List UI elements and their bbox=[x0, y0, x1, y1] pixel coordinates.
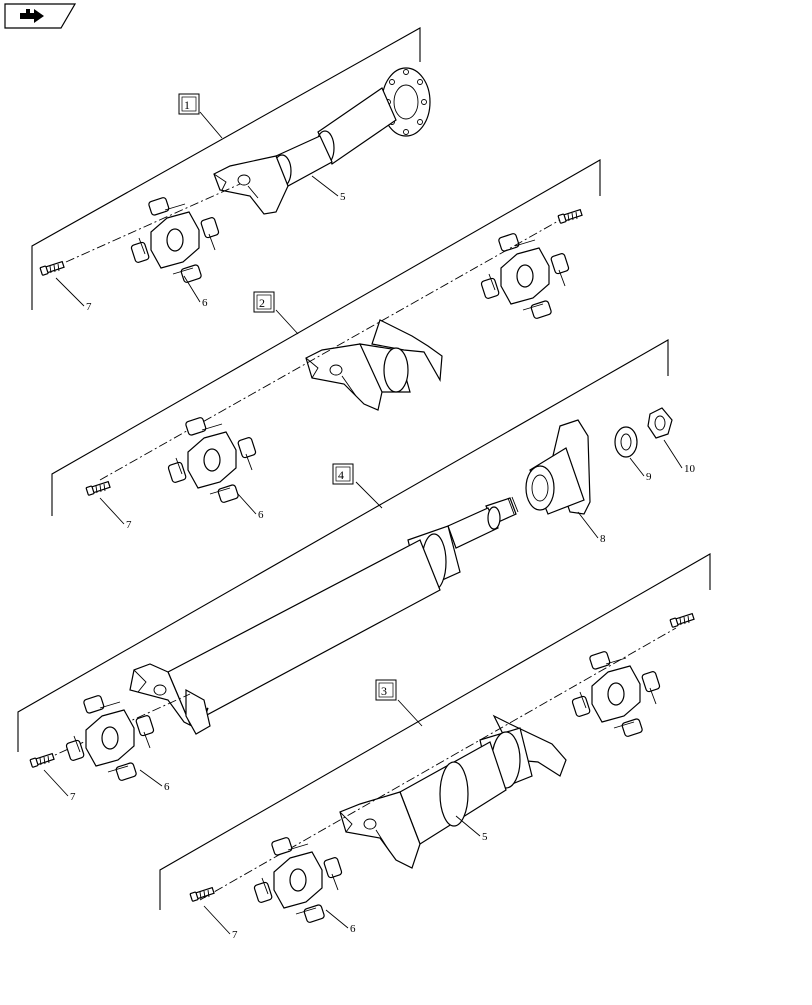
bolt-icon bbox=[669, 612, 695, 628]
universal-joint-icon bbox=[480, 232, 570, 320]
next-page-button[interactable] bbox=[4, 3, 77, 29]
callout-7: 7 bbox=[70, 791, 76, 803]
universal-joint-icon bbox=[130, 196, 220, 284]
callout-7: 7 bbox=[126, 519, 132, 531]
assembly-label-1: 1 bbox=[184, 98, 190, 112]
bolt-icon bbox=[39, 260, 65, 276]
callout-7: 7 bbox=[232, 929, 238, 941]
assembly-1: 5 6 7 1 bbox=[31, 27, 431, 313]
callout-6: 6 bbox=[258, 509, 264, 521]
callout-8: 8 bbox=[600, 533, 606, 545]
bolt-icon bbox=[557, 208, 583, 224]
assembly-label-2: 2 bbox=[259, 296, 265, 310]
callout-9: 9 bbox=[646, 471, 652, 483]
assembly-4: 10 9 8 6 7 bbox=[17, 339, 696, 803]
assembly-label-4: 4 bbox=[338, 468, 344, 482]
next-page-arrow-icon bbox=[4, 3, 77, 29]
callout-6: 6 bbox=[164, 781, 170, 793]
bolt-icon bbox=[29, 752, 55, 768]
assembly-3: 5 6 7 3 bbox=[159, 553, 711, 941]
callout-5: 5 bbox=[340, 191, 346, 203]
callout-5: 5 bbox=[482, 831, 488, 843]
callout-7: 7 bbox=[86, 301, 92, 313]
callout-6: 6 bbox=[202, 297, 208, 309]
universal-joint-icon bbox=[571, 650, 661, 738]
bolt-icon bbox=[85, 480, 111, 496]
universal-joint-icon bbox=[167, 416, 257, 504]
assembly-label-3: 3 bbox=[381, 684, 387, 698]
universal-joint-icon bbox=[65, 694, 155, 782]
assembly-2: 6 7 2 bbox=[51, 159, 601, 531]
callout-6: 6 bbox=[350, 923, 356, 935]
universal-joint-icon bbox=[253, 836, 343, 924]
callout-10: 10 bbox=[684, 463, 696, 475]
